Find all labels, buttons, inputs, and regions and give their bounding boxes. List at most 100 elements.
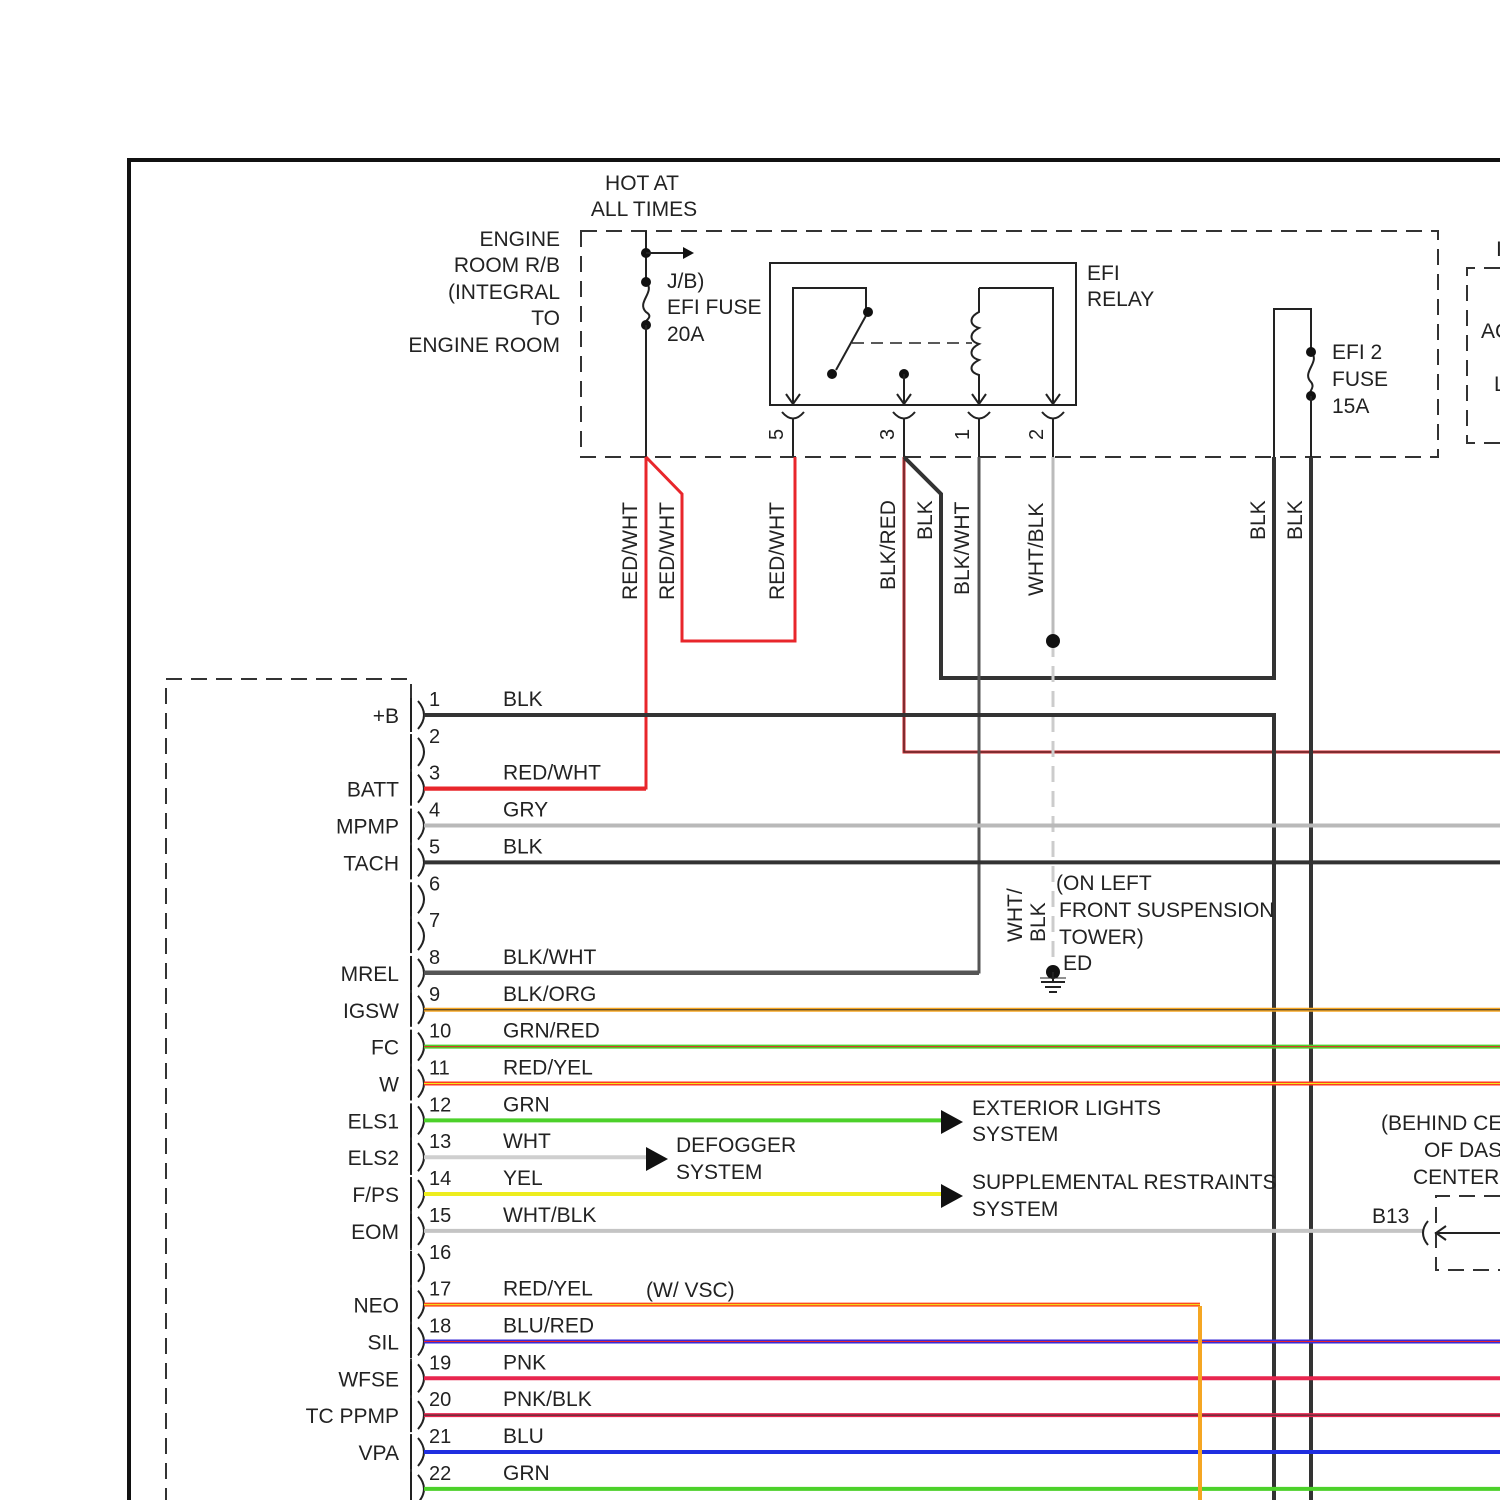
wire-label-red-wht-1: RED/WHT [619, 502, 642, 600]
wire-label-14: YEL [503, 1167, 543, 1190]
defogger-arrow-icon [646, 1147, 668, 1171]
hot-at-all-times-label: HOT AT ALL TIMES [591, 172, 697, 221]
pin-name-21: VPA [359, 1442, 399, 1465]
relay-output-wires [424, 457, 1500, 1500]
right-partial-label: I AC L [1481, 238, 1500, 396]
pin-name-3: BATT [347, 779, 399, 802]
pin-name-1: +B [373, 705, 399, 728]
right-partial-outline [1467, 268, 1500, 443]
ecm-pin-row-22: 22GRN [411, 1462, 1500, 1500]
engine-room-line-4: TO [531, 307, 560, 330]
relay-pin-5: 5 [766, 429, 788, 440]
efi-fuse-text: EFI FUSE [667, 296, 762, 319]
defogger-line-2: SYSTEM [676, 1161, 762, 1184]
pin-number-2: 2 [429, 726, 440, 748]
system-notes: (W/ VSC) EXTERIOR LIGHTS SYSTEM DEFOGGER… [646, 1097, 1500, 1302]
wire-label-21: BLU [503, 1425, 544, 1448]
wire-label-1: BLK [503, 688, 543, 711]
ground-location-line-1: (ON LEFT [1056, 872, 1152, 895]
pin-number-8: 8 [429, 947, 440, 969]
pin-name-8: MREL [341, 963, 399, 986]
efi-relay-line-1: EFI [1087, 262, 1120, 285]
wire-label-4: GRY [503, 799, 548, 822]
pin-name-17: NEO [353, 1295, 399, 1318]
pin-name-20: TC PPMP [306, 1405, 399, 1428]
ground-wire-label-2: BLK [1027, 902, 1050, 942]
pin-number-14: 14 [429, 1168, 451, 1190]
pin-name-15: EOM [351, 1221, 399, 1244]
srs-line-1: SUPPLEMENTAL RESTRAINTS [972, 1171, 1277, 1194]
b13-connector [1423, 1221, 1500, 1245]
wire-label-blk-red: BLK/RED [877, 500, 900, 590]
pin-name-10: FC [371, 1037, 399, 1060]
pin-name-13: ELS2 [348, 1147, 399, 1170]
exterior-lights-arrow-icon [941, 1110, 963, 1134]
pin-number-6: 6 [429, 873, 440, 895]
pin-number-19: 19 [429, 1352, 451, 1374]
pin-number-4: 4 [429, 800, 440, 822]
wire-label-blk-2: BLK [1247, 500, 1270, 540]
wire-label-red-wht-2: RED/WHT [656, 502, 679, 600]
pin-number-1: 1 [429, 689, 440, 711]
wire-label-22: GRN [503, 1462, 550, 1485]
pin-name-5: TACH [343, 852, 399, 875]
wire-label-17: RED/YEL [503, 1278, 593, 1301]
ecm-pin-row-17: 17NEORED/YEL [353, 1278, 1200, 1322]
relay-pin-labels: 5 3 1 2 [766, 429, 1048, 440]
ground-location-line-2: FRONT SUSPENSION [1059, 899, 1274, 922]
wire-label-wht-blk: WHT/BLK [1025, 503, 1048, 596]
wire-label-blk-3: BLK [1284, 500, 1307, 540]
wire-label-20: PNK/BLK [503, 1388, 592, 1411]
wire-label-blk-wht: BLK/WHT [951, 501, 974, 595]
b13-label: B13 [1372, 1205, 1409, 1228]
pin-name-4: MPMP [336, 816, 399, 839]
pin-connector-9 [418, 996, 424, 1024]
pin-connector-1 [418, 701, 424, 729]
engine-room-line-2: ROOM R/B [454, 254, 560, 277]
arrow-right-icon [683, 247, 694, 259]
pin-name-18: SIL [367, 1331, 399, 1354]
wire-label-9: BLK/ORG [503, 983, 596, 1006]
efi-fuse-rating-text: 20A [667, 323, 704, 346]
pin-connector-11 [418, 1070, 424, 1098]
pin-number-11: 11 [429, 1058, 450, 1080]
pin-connector-10 [418, 1033, 424, 1061]
hot-at-text: HOT AT [605, 172, 679, 195]
ecm-pin-row-1: 1 +B BLK [373, 688, 1274, 732]
ground-ed: WHT/ BLK (ON LEFT FRONT SUSPENSION TOWER… [1004, 872, 1274, 992]
engine-room-rb-label: ENGINE ROOM R/B (INTEGRAL TO ENGINE ROOM [408, 228, 560, 357]
srs-line-2: SYSTEM [972, 1198, 1058, 1221]
pin-connector-19 [418, 1364, 424, 1392]
engine-room-rb-outline [581, 231, 1438, 457]
pin-connector-8 [418, 959, 424, 987]
w-vsc-note: (W/ VSC) [646, 1279, 735, 1302]
wire-label-15: WHT/BLK [503, 1204, 596, 1227]
pin-number-15: 15 [429, 1205, 451, 1227]
pin-name-11: W [379, 1074, 399, 1097]
relay-pin-3: 3 [877, 429, 899, 440]
pin-name-14: F/PS [352, 1184, 399, 1207]
pin-connector-15 [418, 1217, 424, 1245]
pin-number-9: 9 [429, 984, 440, 1006]
wire-label-12: GRN [503, 1093, 550, 1116]
all-times-text: ALL TIMES [591, 198, 697, 221]
pin-name-19: WFSE [338, 1368, 399, 1391]
efi2-fuse-line-1: EFI 2 [1332, 341, 1382, 364]
engine-room-line-3: (INTEGRAL [448, 281, 560, 304]
pin-number-13: 13 [429, 1131, 451, 1153]
pin-connector-14 [418, 1180, 424, 1208]
pin-connector-6 [418, 885, 424, 913]
pin-connector-3 [418, 775, 424, 803]
ground-wire-label-1: WHT/ [1004, 888, 1027, 942]
ecm-pin-row-3: 3BATTRED/WHT [347, 762, 646, 806]
diagram-frame [129, 160, 1500, 1500]
wire-label-blk-1: BLK [914, 500, 937, 540]
pin-connector-16 [418, 1254, 424, 1282]
right-partial-line-3: L [1494, 373, 1500, 396]
behind-line-3: CENTER [1413, 1166, 1499, 1189]
pin-connector-21 [418, 1438, 424, 1466]
